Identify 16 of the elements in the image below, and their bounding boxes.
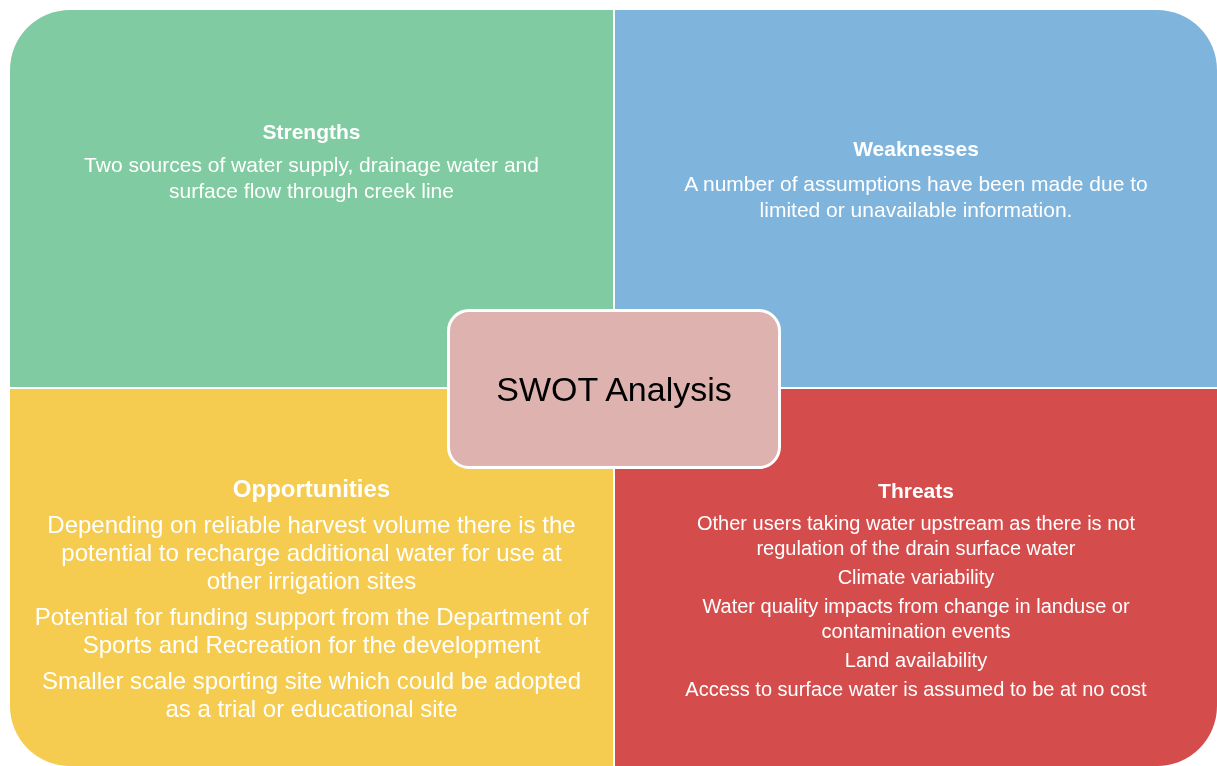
center-box <box>447 309 781 469</box>
quadrant-text: Depending on reliable harvest volume there is the potential to recharge additional water for use at other irrigation sites <box>46 511 577 595</box>
quadrant-text: Land availability <box>843 647 989 673</box>
quadrant-text: Climate variability <box>836 564 996 590</box>
quadrant-text: Two sources of water supply, drainage water and surface flow through creek line <box>83 151 540 204</box>
quadrant-heading: Weaknesses <box>852 136 980 162</box>
quadrant-text: A number of assumptions have been made due to limited or unavailable information. <box>683 170 1149 223</box>
quadrant-text: Water quality impacts from change in landuse or contamination events <box>701 593 1131 644</box>
quadrant-heading: Threats <box>877 478 955 504</box>
quadrant-text: Potential for funding support from the Department of Sports and Recreation for the development <box>33 603 590 659</box>
center-title: SWOT Analysis <box>496 368 732 410</box>
quadrant-text: Smaller scale sporting site which could be adopted as a trial or educational site <box>41 667 582 723</box>
quadrant-text: Access to surface water is assumed to be at no cost <box>684 676 1148 702</box>
quadrant-text: Other users taking water upstream as there is not regulation of the drain surface water <box>696 510 1136 561</box>
quadrant-heading: Opportunities <box>231 474 392 504</box>
quadrant-heading: Strengths <box>261 119 362 145</box>
